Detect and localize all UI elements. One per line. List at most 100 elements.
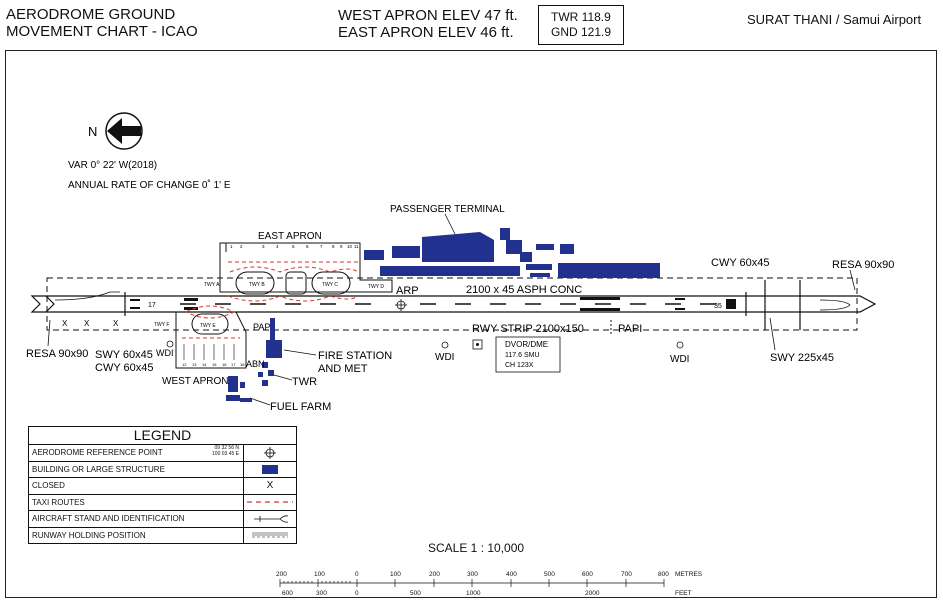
legend-row-arp: AERODROME REFERENCE POINT 09 32 56 N 100… bbox=[29, 445, 296, 462]
svg-text:3: 3 bbox=[262, 244, 265, 249]
svg-text:2000: 2000 bbox=[585, 590, 600, 597]
svg-text:300: 300 bbox=[316, 590, 327, 597]
airport-name: SURAT THANI / Samui Airport bbox=[747, 12, 922, 27]
twr-label: TWR bbox=[292, 376, 317, 388]
twy-b-label: TWY B bbox=[249, 282, 265, 288]
svg-text:500: 500 bbox=[544, 571, 555, 578]
twy-d-label: TWY D bbox=[368, 284, 384, 290]
taxi-route-legend-icon bbox=[243, 494, 296, 510]
north-letter: N bbox=[88, 124, 97, 139]
wdi-icon-1 bbox=[166, 340, 174, 348]
svg-text:300: 300 bbox=[467, 571, 478, 578]
east-turn-pad bbox=[819, 299, 851, 311]
svg-text:4: 4 bbox=[276, 244, 279, 249]
runway-dimensions-label: 2100 x 45 ASPH CONC bbox=[466, 284, 582, 296]
dvor-box bbox=[495, 336, 561, 373]
runway-designator-17: 17 bbox=[148, 302, 156, 309]
legend-title: LEGEND bbox=[29, 427, 296, 445]
apron-elevations: WEST APRON ELEV 47 ft. EAST APRON ELEV 4… bbox=[338, 7, 518, 41]
svg-text:13: 13 bbox=[192, 362, 197, 367]
dvor-type: DVOR/DME bbox=[505, 340, 548, 349]
svg-text:700: 700 bbox=[621, 571, 632, 578]
twy-c-label: TWY C bbox=[322, 282, 338, 288]
arp-label: ARP bbox=[396, 285, 419, 297]
svg-text:0: 0 bbox=[355, 571, 359, 578]
terminal-buildings bbox=[364, 228, 660, 278]
svg-text:7: 7 bbox=[320, 244, 323, 249]
wdi-label-1: WDI bbox=[156, 348, 174, 358]
fuel-farm-label: FUEL FARM bbox=[270, 401, 331, 413]
svg-text:100: 100 bbox=[314, 571, 325, 578]
resa-west-label: RESA 90x90 bbox=[26, 348, 88, 360]
east-apron-elevation: EAST APRON ELEV 46 ft. bbox=[338, 24, 514, 41]
svg-text:12: 12 bbox=[182, 362, 187, 367]
resa-east-label: RESA 90x90 bbox=[832, 259, 894, 271]
svg-text:1000: 1000 bbox=[466, 590, 481, 597]
wdi-label-2: WDI bbox=[435, 352, 454, 363]
papi-west-label: PAPI bbox=[253, 322, 273, 332]
frequency-box: TWR 118.9 GND 121.9 bbox=[538, 5, 624, 45]
twy-a-label: TWY A bbox=[204, 282, 220, 288]
west-apron-label: WEST APRON bbox=[162, 376, 229, 387]
fire-station-met-label: AND MET bbox=[318, 363, 368, 375]
west-apron bbox=[175, 305, 247, 369]
annual-rate-change: ANNUAL RATE OF CHANGE 0˚ 1' E bbox=[68, 179, 231, 191]
svg-text:0: 0 bbox=[355, 590, 359, 597]
magnetic-variation: VAR 0° 22' W(2018) bbox=[68, 160, 157, 171]
svg-text:100: 100 bbox=[390, 571, 401, 578]
building-legend-icon bbox=[243, 461, 296, 477]
runway-markings bbox=[130, 297, 736, 311]
svg-text:400: 400 bbox=[506, 571, 517, 578]
closed-mark-2: X bbox=[84, 319, 90, 328]
cwy-east-label: CWY 60x45 bbox=[711, 257, 770, 269]
gnd-frequency: GND 121.9 bbox=[551, 25, 612, 39]
svg-text:200: 200 bbox=[429, 571, 440, 578]
support-buildings bbox=[226, 318, 282, 402]
svg-text:8: 8 bbox=[332, 244, 335, 249]
twy-e-label: TWY E bbox=[200, 323, 216, 329]
svg-text:10: 10 bbox=[347, 244, 353, 249]
svg-text:17: 17 bbox=[231, 362, 236, 367]
west-turn-pad bbox=[54, 291, 120, 301]
legend: LEGEND AERODROME REFERENCE POINT 09 32 5… bbox=[28, 426, 297, 544]
svg-text:1: 1 bbox=[230, 244, 233, 249]
legend-row-holding: RUNWAY HOLDING POSITION bbox=[29, 527, 296, 543]
svg-text:16: 16 bbox=[222, 362, 227, 367]
papi-east-label: PAPI bbox=[618, 323, 642, 335]
arp-legend-icon bbox=[243, 445, 296, 461]
twr-frequency: TWR 118.9 bbox=[551, 10, 611, 24]
svg-text:500: 500 bbox=[410, 590, 421, 597]
closed-mark-3: X bbox=[113, 319, 119, 328]
wdi-icon-3 bbox=[676, 341, 684, 349]
east-apron-stands: 1 2 3 4 5 6 7 8 9 10 11 bbox=[230, 244, 359, 249]
legend-row-stand: AIRCRAFT STAND AND IDENTIFICATION bbox=[29, 511, 296, 528]
svg-text:600: 600 bbox=[582, 571, 593, 578]
fire-station-label: FIRE STATION bbox=[318, 350, 392, 362]
cwy-west-label: CWY 60x45 bbox=[95, 362, 154, 374]
passenger-terminal-label: PASSENGER TERMINAL bbox=[390, 204, 505, 215]
dvor-channel: CH 123X bbox=[505, 362, 534, 369]
legend-row-taxi: TAXI ROUTES bbox=[29, 494, 296, 511]
chart-frame bbox=[5, 50, 937, 598]
svg-text:FEET: FEET bbox=[675, 590, 692, 597]
swy-east-label: SWY 225x45 bbox=[770, 352, 834, 364]
runway-designator-35: 35 bbox=[714, 303, 722, 310]
dvor-icon bbox=[472, 339, 483, 350]
svg-text:14: 14 bbox=[202, 362, 207, 367]
wdi-icon-2 bbox=[441, 341, 449, 349]
svg-text:2: 2 bbox=[240, 244, 243, 249]
svg-text:5: 5 bbox=[292, 244, 295, 249]
closed-legend-icon: X bbox=[243, 478, 296, 494]
svg-text:METRES: METRES bbox=[675, 571, 703, 578]
svg-text:800: 800 bbox=[658, 571, 669, 578]
west-apron-stands: 12 13 14 15 16 17 18 bbox=[182, 362, 245, 367]
wdi-label-3: WDI bbox=[670, 354, 689, 365]
svg-text:600: 600 bbox=[282, 590, 293, 597]
legend-row-closed: CLOSED X bbox=[29, 478, 296, 495]
dvor-frequency: 117.6 SMU bbox=[505, 352, 540, 359]
holding-position-legend-icon bbox=[243, 527, 296, 543]
chart-title: AERODROME GROUND MOVEMENT CHART - ICAO bbox=[6, 6, 198, 40]
scale-label: SCALE 1 : 10,000 bbox=[428, 541, 525, 555]
east-apron bbox=[219, 242, 393, 302]
